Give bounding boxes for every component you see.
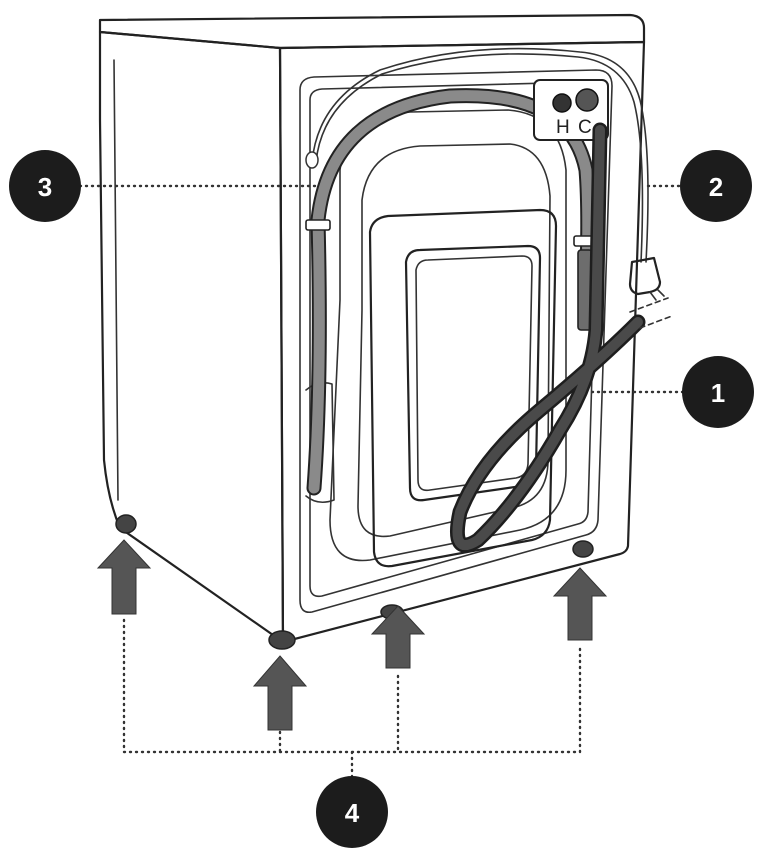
power-cord bbox=[305, 47, 665, 301]
side-panel bbox=[98, 30, 285, 644]
callout-2-badge bbox=[680, 150, 752, 222]
washer-cabinet bbox=[98, 13, 646, 644]
rear-access-window bbox=[404, 244, 542, 502]
callout-4-badge bbox=[316, 776, 388, 848]
callout-3-badge bbox=[9, 150, 81, 222]
supply-hose-body bbox=[306, 88, 596, 496]
arrow-rear-right bbox=[552, 567, 608, 641]
leveling-feet bbox=[115, 514, 594, 650]
foot-rear-right bbox=[572, 540, 594, 558]
callout-2-number: 2 bbox=[709, 172, 723, 202]
drain-hose bbox=[449, 122, 673, 553]
hot-valve bbox=[552, 93, 572, 113]
callout-4: 4 bbox=[316, 776, 388, 848]
rear-access-panel bbox=[368, 208, 558, 568]
water-inlet-valves: H C bbox=[533, 79, 609, 141]
callout-2: 2 bbox=[680, 150, 752, 222]
arrow-front-left bbox=[96, 539, 152, 615]
callout-1: 1 bbox=[682, 356, 754, 428]
back-panel-recess bbox=[299, 69, 613, 614]
callout-3: 3 bbox=[9, 150, 81, 222]
callout-4-number: 4 bbox=[345, 798, 360, 828]
cold-valve-label: C bbox=[578, 117, 592, 138]
hot-valve-label: H bbox=[556, 117, 570, 138]
arrow-rear-left bbox=[370, 605, 426, 669]
back-panel bbox=[278, 40, 646, 644]
foot-arrows bbox=[96, 539, 608, 731]
callout-3-number: 3 bbox=[38, 172, 52, 202]
leader-4 bbox=[122, 618, 582, 788]
cold-valve bbox=[575, 88, 599, 112]
arrow-front-right bbox=[252, 655, 308, 731]
hose-clip-left bbox=[305, 219, 331, 231]
foot-front-right bbox=[268, 630, 296, 650]
power-plug bbox=[628, 256, 662, 296]
foot-front-left bbox=[115, 514, 137, 534]
leader-lines bbox=[78, 184, 686, 788]
callout-1-badge bbox=[682, 356, 754, 428]
callout-1-number: 1 bbox=[711, 378, 725, 408]
